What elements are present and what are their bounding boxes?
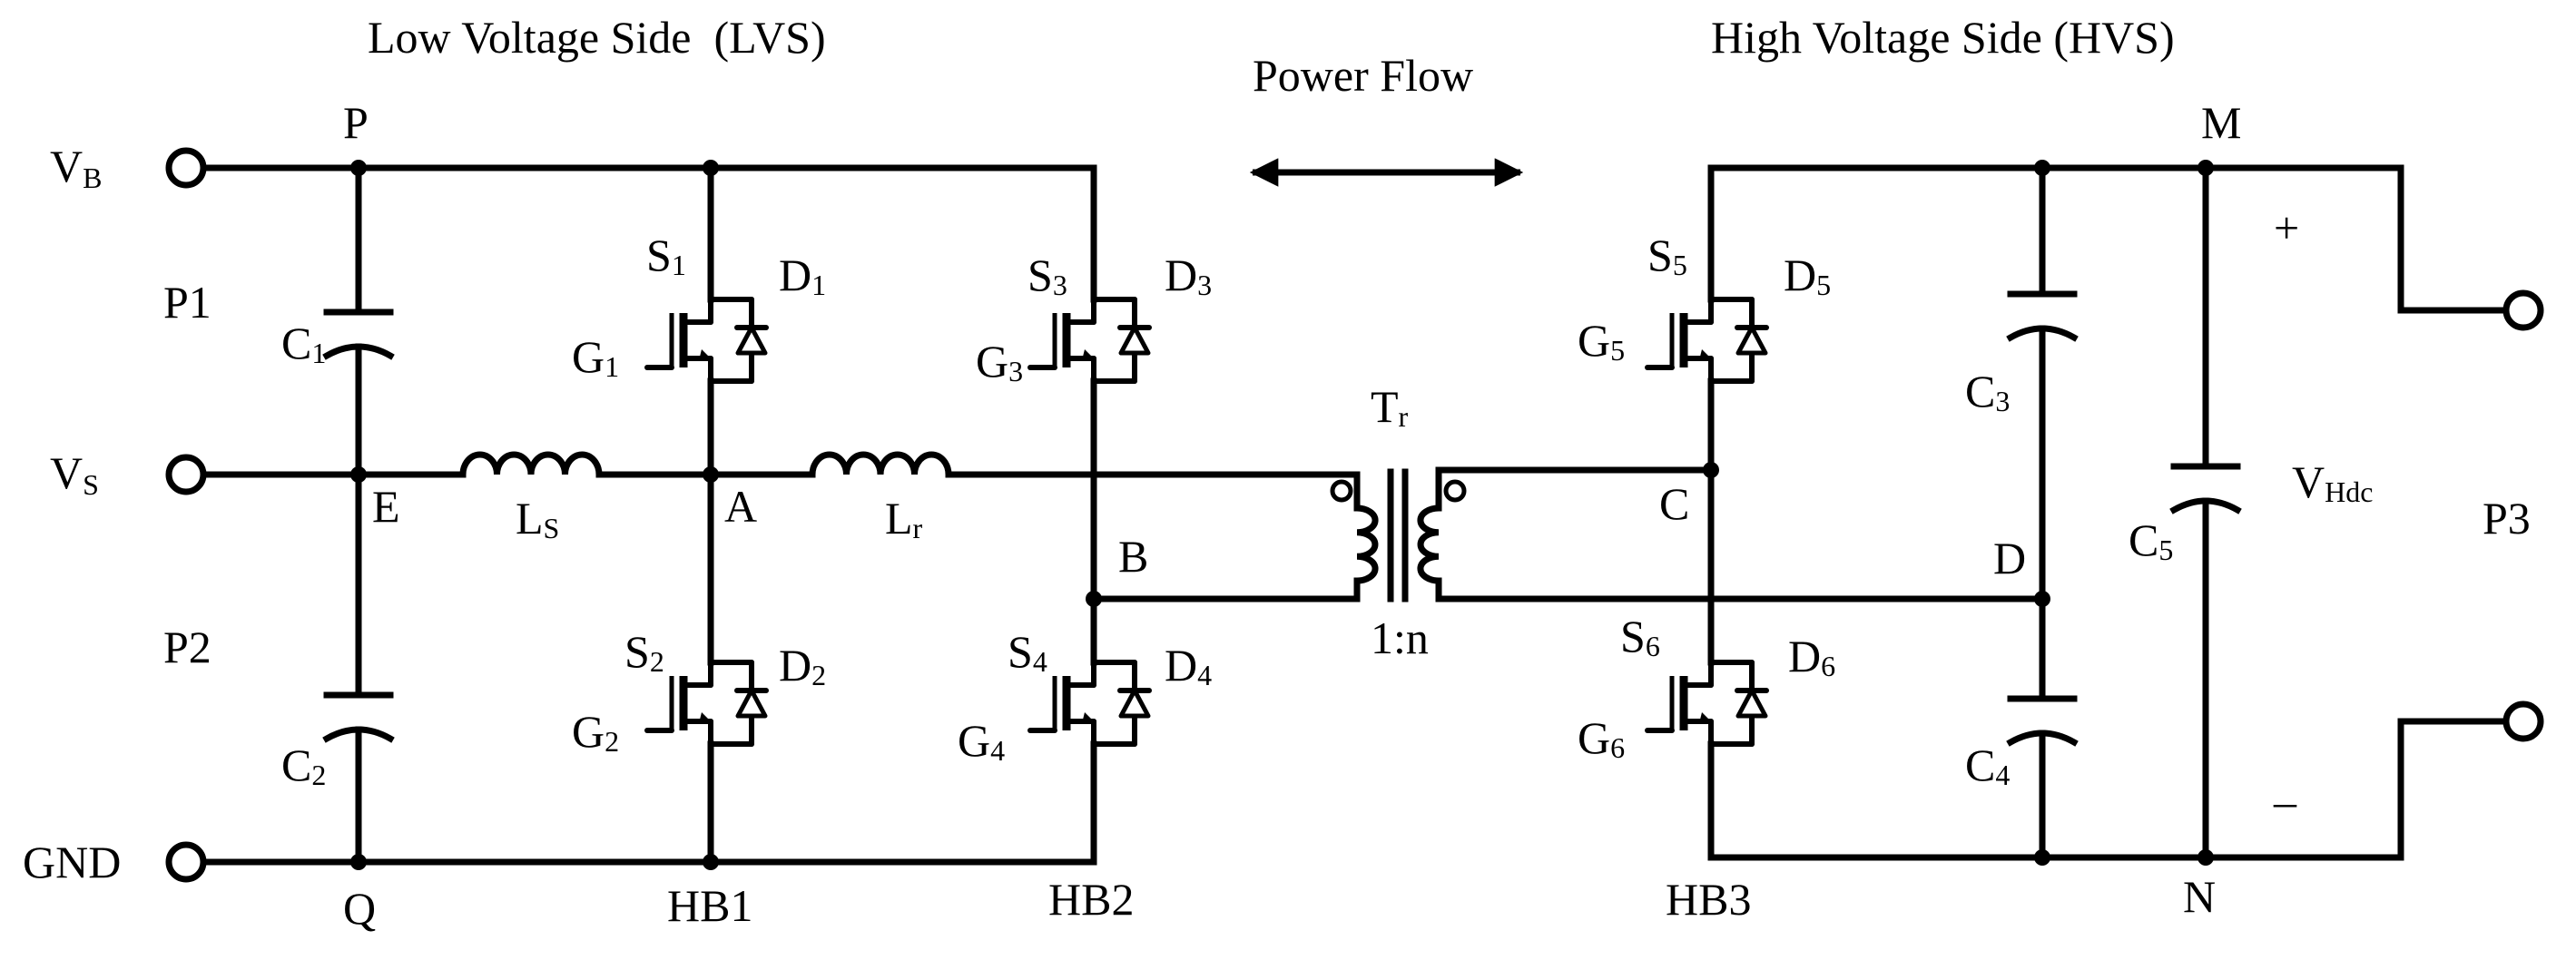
node-m: M (2201, 97, 2241, 148)
capacitor-c4 (2006, 695, 2079, 747)
transformer-tr (1330, 468, 1467, 602)
node-e: E (372, 481, 400, 532)
capacitor-c3 (2006, 290, 2079, 342)
label-d3: D3 (1165, 250, 1212, 301)
switch-s6 (1645, 660, 1769, 747)
label-s2: S2 (624, 626, 664, 678)
circuit-wires (198, 164, 2509, 866)
switch-s5 (1645, 297, 1769, 384)
label-d2: D2 (779, 640, 826, 691)
polarity-dot-secondary (1443, 479, 1467, 503)
node-c: C (1659, 478, 1689, 529)
label-hb3: HB3 (1666, 874, 1751, 925)
label-c1: C1 (281, 318, 326, 369)
label-g5: G5 (1578, 315, 1625, 367)
label-d6: D6 (1788, 631, 1835, 682)
label-tr: Tr (1371, 381, 1409, 433)
node-q: Q (343, 883, 376, 934)
label-plus: + (2274, 202, 2299, 253)
label-s1: S1 (646, 230, 686, 281)
node-b: B (1118, 531, 1148, 582)
label-g1: G1 (572, 331, 619, 383)
switch-s1 (644, 297, 769, 384)
lvs-heading: Low Voltage Side (LVS) (368, 12, 826, 63)
label-hb1: HB1 (667, 880, 752, 931)
inductor-lr (809, 451, 952, 478)
label-p1: P1 (163, 277, 211, 328)
capacitor-c5 (2169, 463, 2242, 514)
label-ls: LS (516, 493, 559, 544)
label-c3: C3 (1965, 366, 2010, 417)
terminal-vs (165, 454, 207, 495)
label-d5: D5 (1784, 250, 1831, 301)
node-p: P (343, 97, 369, 148)
label-s6: S6 (1620, 611, 1660, 662)
label-lr: Lr (885, 493, 923, 544)
label-vhdc: VHdc (2292, 456, 2373, 508)
label-p2: P2 (163, 622, 211, 672)
node-d: D (1993, 533, 2026, 583)
label-minus: – (2273, 776, 2297, 827)
switch-s2 (644, 660, 769, 747)
switch-s3 (1027, 297, 1152, 384)
label-c5: C5 (2129, 514, 2173, 566)
label-g4: G4 (958, 715, 1005, 767)
label-s3: S3 (1027, 250, 1067, 301)
inductor-ls (459, 451, 603, 478)
label-g6: G6 (1578, 712, 1625, 764)
label-vb: VB (50, 141, 102, 194)
terminal-p3-minus (2502, 700, 2544, 742)
terminal-p3-plus (2502, 289, 2544, 331)
label-d1: D1 (779, 250, 826, 301)
label-hb2: HB2 (1048, 874, 1134, 925)
label-g3: G3 (976, 336, 1023, 387)
power-flow-label: Power Flow (1253, 50, 1473, 101)
node-n: N (2183, 871, 2216, 922)
label-vs: VS (50, 447, 99, 501)
label-p3: P3 (2483, 493, 2531, 544)
label-g2: G2 (572, 706, 619, 758)
terminal-vb (165, 147, 207, 189)
label-s5: S5 (1647, 230, 1687, 281)
hvs-heading: High Voltage Side (HVS) (1711, 12, 2175, 63)
label-c2: C2 (281, 740, 326, 791)
terminals (165, 147, 2544, 883)
junction-dots (350, 160, 2214, 870)
label-turns-ratio: 1:n (1371, 612, 1429, 663)
switch-s4 (1027, 660, 1152, 747)
node-a: A (724, 481, 757, 532)
capacitor-c2 (322, 691, 395, 743)
label-s4: S4 (1008, 626, 1047, 678)
label-c4: C4 (1965, 740, 2010, 791)
label-gnd: GND (23, 837, 121, 887)
terminal-gnd (165, 841, 207, 883)
polarity-dot-primary (1330, 479, 1353, 503)
label-d4: D4 (1165, 640, 1212, 691)
capacitor-c1 (322, 309, 395, 360)
